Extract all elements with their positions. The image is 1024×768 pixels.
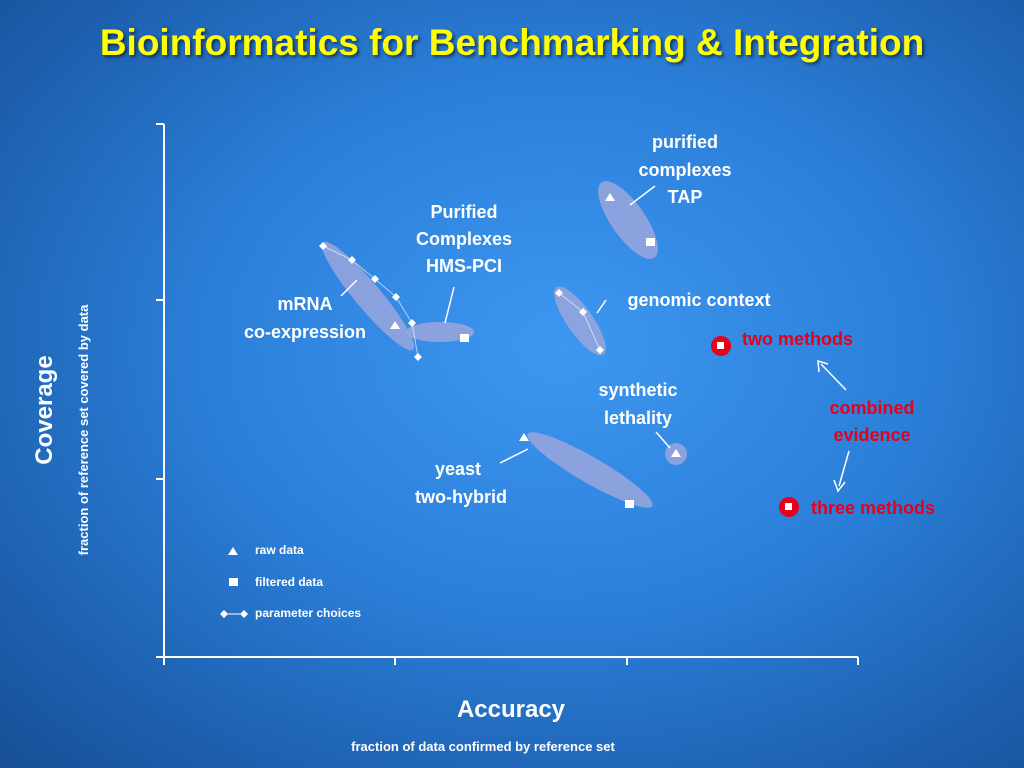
mrna-param-marker — [408, 319, 416, 327]
genomic-param-marker — [555, 289, 563, 297]
tap-raw-marker — [605, 193, 615, 201]
axes — [156, 123, 859, 665]
mrna-raw-marker — [390, 321, 400, 329]
label-tap-1: purified — [652, 132, 718, 152]
label-mrna-1: mRNA — [277, 294, 332, 314]
hms-leader — [444, 286, 455, 324]
legend-param-label: parameter choices — [255, 606, 361, 620]
legend-filtered-label: filtered data — [255, 575, 323, 589]
markers — [319, 193, 681, 508]
two-methods-marker — [711, 336, 731, 356]
legend: raw data filtered data parameter choices — [220, 543, 361, 620]
y-axis-title: Coverage — [31, 355, 58, 464]
region-mrna — [321, 241, 415, 351]
label-y2h-2: two-hybrid — [415, 487, 507, 507]
label-combined-1: combined — [829, 398, 914, 418]
label-mrna-2: co-expression — [244, 322, 366, 342]
label-hms-2: Complexes — [416, 229, 512, 249]
label-hms-3: HMS-PCI — [426, 256, 502, 276]
genomic-leader — [596, 299, 607, 314]
tap-leader — [629, 185, 656, 206]
region-genomic — [554, 286, 606, 356]
label-tap-2: complexes — [638, 160, 731, 180]
leader-lines — [340, 185, 671, 464]
mrna-param-marker — [414, 353, 422, 361]
x-axis-subtitle: fraction of data confirmed by reference … — [351, 739, 615, 754]
genomic-param-marker — [596, 346, 604, 354]
synthetic-raw-marker — [671, 449, 681, 457]
mrna-path — [322, 245, 419, 358]
legend-diamond-icon — [240, 610, 248, 618]
mrna-param-marker — [319, 242, 327, 250]
genomic-param-marker — [579, 308, 587, 316]
mrna-param-marker — [392, 293, 400, 301]
x-axis-title: Accuracy — [457, 696, 566, 723]
y2h-raw-marker — [519, 433, 529, 441]
label-two-methods: two methods — [742, 329, 853, 349]
regions — [321, 181, 687, 508]
legend-square-icon — [229, 578, 238, 586]
region-labels: purified complexes TAP Purified Complexe… — [244, 132, 935, 518]
legend-triangle-icon — [228, 547, 238, 555]
label-synthetic-2: lethality — [604, 408, 672, 428]
y2h-leader — [499, 448, 529, 464]
label-three-methods: three methods — [811, 498, 935, 518]
slide-title: Bioinformatics for Benchmarking & Integr… — [99, 22, 925, 63]
region-hms-pci — [406, 322, 474, 342]
legend-diamond-icon — [220, 610, 228, 618]
tap-filtered-marker — [646, 238, 655, 246]
mrna-param-marker — [348, 256, 356, 264]
hms-filtered-marker — [460, 334, 469, 342]
region-y2h — [527, 432, 653, 508]
label-synthetic-1: synthetic — [598, 380, 677, 400]
arrow-to-two-methods — [820, 363, 847, 391]
label-genomic: genomic context — [627, 290, 770, 310]
arrow-to-three-methods — [838, 450, 850, 487]
region-tap — [598, 181, 658, 259]
y-axis-subtitle: fraction of reference set covered by dat… — [76, 304, 91, 555]
y2h-filtered-marker — [625, 500, 634, 508]
mrna-param-marker — [371, 275, 379, 283]
label-hms-1: Purified — [430, 202, 497, 222]
label-combined-2: evidence — [833, 425, 910, 445]
evidence-arrows — [817, 359, 850, 493]
three-methods-marker — [779, 497, 799, 517]
legend-raw-label: raw data — [255, 543, 304, 557]
mrna-leader — [340, 279, 358, 297]
label-tap-3: TAP — [668, 187, 703, 207]
synthetic-leader — [655, 431, 671, 449]
label-y2h-1: yeast — [435, 459, 481, 479]
